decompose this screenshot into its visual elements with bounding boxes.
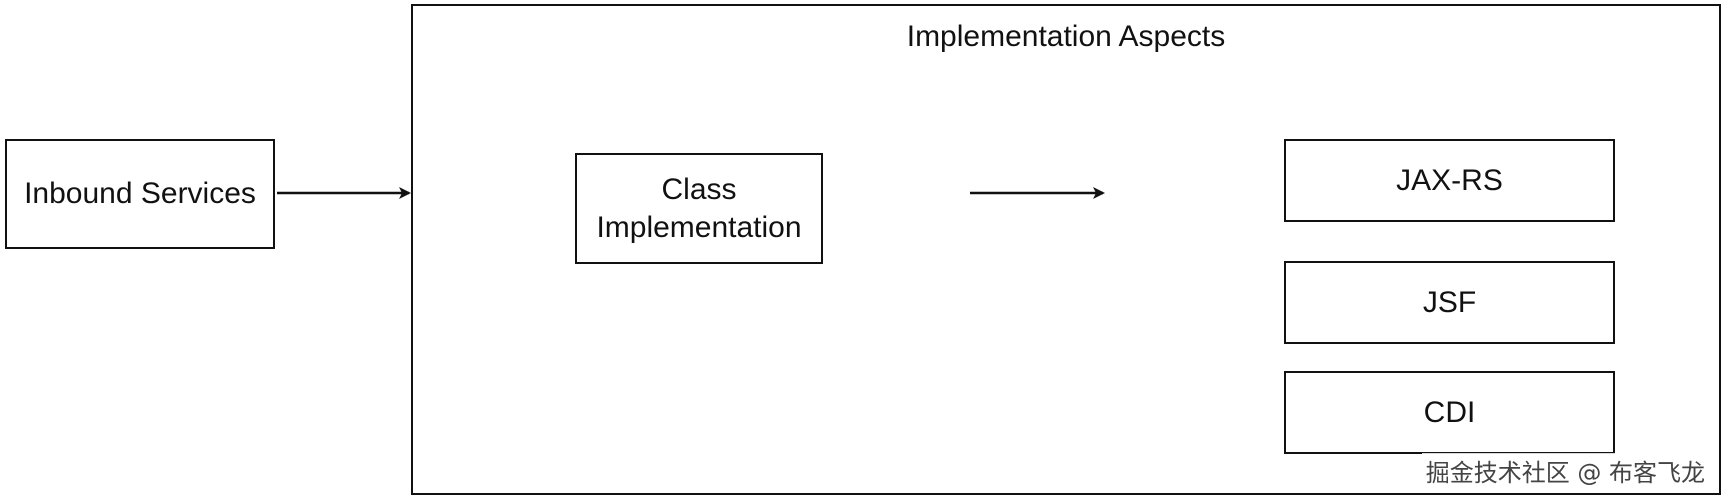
jax-rs-node: JAX-RS bbox=[1284, 139, 1615, 222]
cdi-label: CDI bbox=[1423, 395, 1476, 429]
inbound-services-label: Inbound Services bbox=[24, 177, 256, 210]
watermark-text: 掘金技术社区 @ 布客飞龙 bbox=[1421, 453, 1709, 488]
jax-rs-label: JAX-RS bbox=[1396, 163, 1503, 197]
container-title: Implementation Aspects bbox=[906, 20, 1226, 53]
jsf-node: JSF bbox=[1284, 261, 1615, 344]
inbound-services-node: Inbound Services bbox=[5, 139, 275, 249]
class-implementation-label: Class Implementation bbox=[596, 172, 802, 244]
jsf-label: JSF bbox=[1422, 285, 1477, 319]
class-implementation-node: Class Implementation bbox=[575, 153, 823, 264]
cdi-node: CDI bbox=[1284, 371, 1615, 454]
